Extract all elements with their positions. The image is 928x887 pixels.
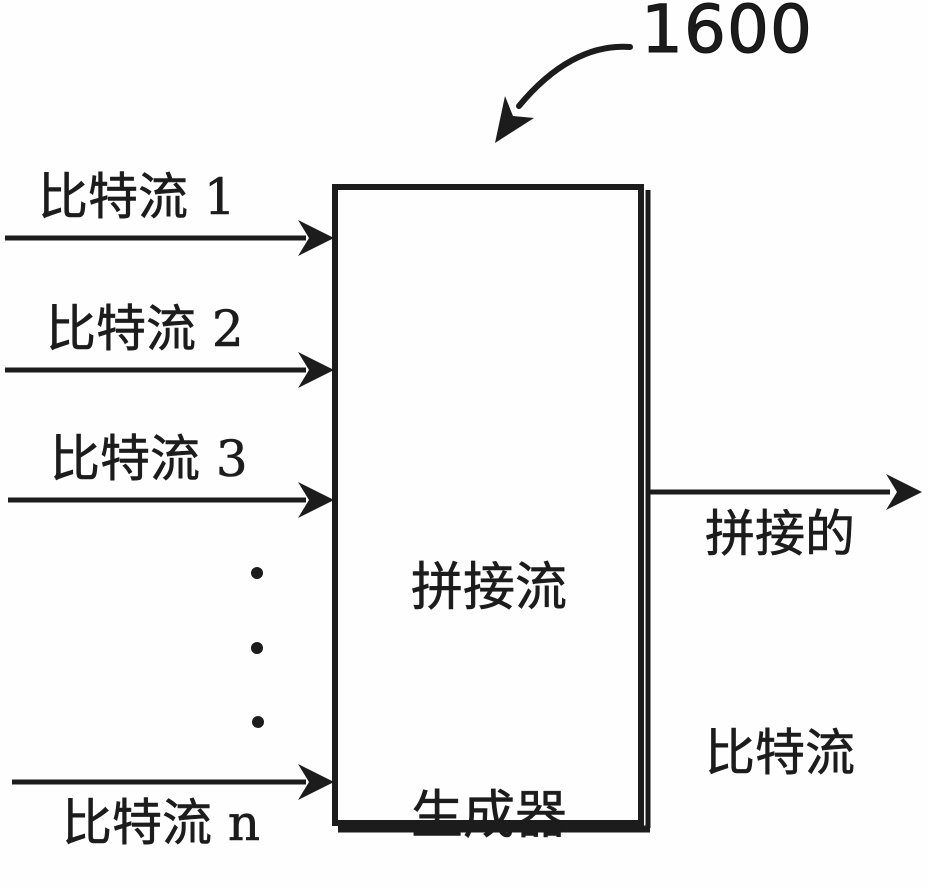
input-label-bitstream-n: 比特流 n bbox=[62, 794, 261, 853]
input-arrow-n-head bbox=[298, 764, 334, 800]
input-arrow-1-head bbox=[298, 220, 334, 256]
output-label-line1: 拼接的 bbox=[705, 505, 856, 564]
ellipsis-dot bbox=[251, 567, 263, 579]
generator-block-outline bbox=[332, 184, 644, 826]
reference-pointer-head bbox=[495, 96, 534, 143]
reference-pointer-curve bbox=[516, 43, 633, 109]
generator-block-label: 拼接流 生成器 bbox=[336, 398, 642, 887]
ellipsis-dot bbox=[252, 716, 264, 728]
input-label-bitstream-1: 比特流 1 bbox=[38, 168, 236, 227]
ellipsis-dot bbox=[251, 642, 263, 654]
input-label-bitstream-3: 比特流 3 bbox=[50, 430, 248, 489]
input-arrow-3-head bbox=[298, 482, 334, 518]
input-arrow-2-head bbox=[298, 352, 334, 388]
input-label-bitstream-2: 比特流 2 bbox=[46, 300, 244, 359]
reference-numeral: 1600 bbox=[641, 0, 813, 68]
generator-block-label-line2: 生成器 bbox=[410, 786, 568, 847]
generator-block-label-line1: 拼接流 bbox=[410, 558, 568, 619]
output-arrow-head bbox=[886, 474, 922, 510]
output-label: 拼接的 比特流 bbox=[656, 352, 904, 887]
output-label-line2: 比特流 bbox=[705, 724, 856, 783]
